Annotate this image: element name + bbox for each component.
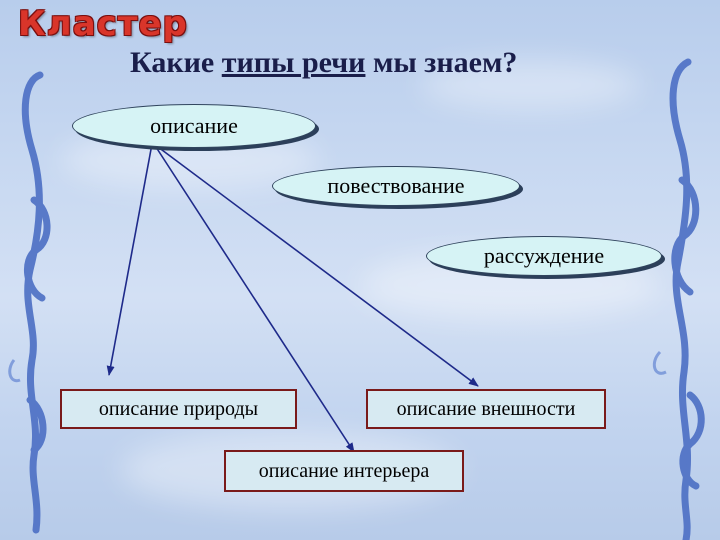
question-heading: Какие типы речи мы знаем? [130,46,517,80]
box-appearance-description: описание внешности [366,389,606,429]
background-cloud [420,60,640,110]
ellipse-reasoning: рассуждение [426,236,662,276]
box-label: описание природы [98,397,259,420]
ellipse-label: описание [150,113,238,138]
ellipse-label: рассуждение [483,243,605,268]
box-label: описание внешности [396,397,576,420]
box-interior-description: описание интерьера [224,450,464,492]
box-nature-description: описание природы [60,389,297,429]
question-text-underlined: типы речи [221,46,366,79]
question-text-before: Какие [130,46,222,79]
slide-title: Кластер [18,4,188,44]
arrow-to-appearance [153,143,479,387]
ellipse-narration: повествование [272,166,520,206]
question-text-after: мы знаем? [365,46,518,79]
ellipse-label: повествование [327,173,465,198]
ellipse-description: описание [72,104,316,148]
box-label: описание интерьера [258,459,430,482]
arrow-to-interior [153,143,355,453]
arrow-to-nature [106,143,153,376]
